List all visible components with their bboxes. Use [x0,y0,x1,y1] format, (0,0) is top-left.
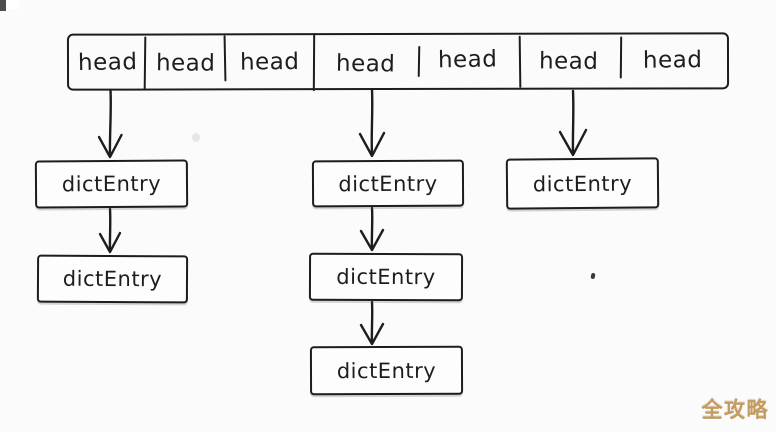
arrowhead [358,131,386,158]
arrowhead [558,128,588,157]
head-cell-3: head [225,35,314,88]
arrowhead [359,322,385,346]
arrowhead [359,228,385,252]
dictentry-box-5: dictEntry [309,345,464,396]
head-cell-label: head [77,48,138,76]
head-cell-label: head [438,45,498,73]
dictentry-label: dictEntry [336,264,436,290]
dictentry-box-1: dictEntry [34,159,189,209]
head-cell-6: head [518,35,619,88]
dictentry-box-2: dictEntry [36,254,189,304]
head-cell-4: head [313,35,417,88]
head-cell-7: head [619,34,727,87]
arrow-head4-to-entry [370,88,374,157]
corner-artifact-dark [0,0,6,11]
head-cell-label: head [335,50,396,78]
dictentry-box-3: dictEntry [311,159,465,208]
dictentry-label: dictEntry [61,171,162,197]
dictentry-label: dictEntry [338,171,438,196]
head-cell-5: head [418,35,519,88]
dictentry-box-6: dictEntry [505,157,660,210]
head-cell-label: head [239,48,300,76]
arrowhead [97,133,123,159]
dictentry-box-4: dictEntry [308,252,464,302]
head-cell-1: head [69,36,146,89]
head-row: head head head head head head head [66,32,730,92]
dictentry-label: dictEntry [532,171,633,196]
head-cell-2: head [145,35,225,88]
head-cell-label: head [538,47,599,75]
arrowhead [98,231,122,254]
head-cell-label: head [155,49,216,77]
head-cell-label: head [642,46,703,74]
smudge-artifact [192,133,200,142]
ink-speck [590,272,596,280]
dictentry-label: dictEntry [62,266,163,292]
dictentry-label: dictEntry [336,358,437,383]
arrow-head1-to-entry [108,88,112,158]
corner-artifact-light [6,0,19,9]
watermark: 全攻略 [701,398,769,422]
